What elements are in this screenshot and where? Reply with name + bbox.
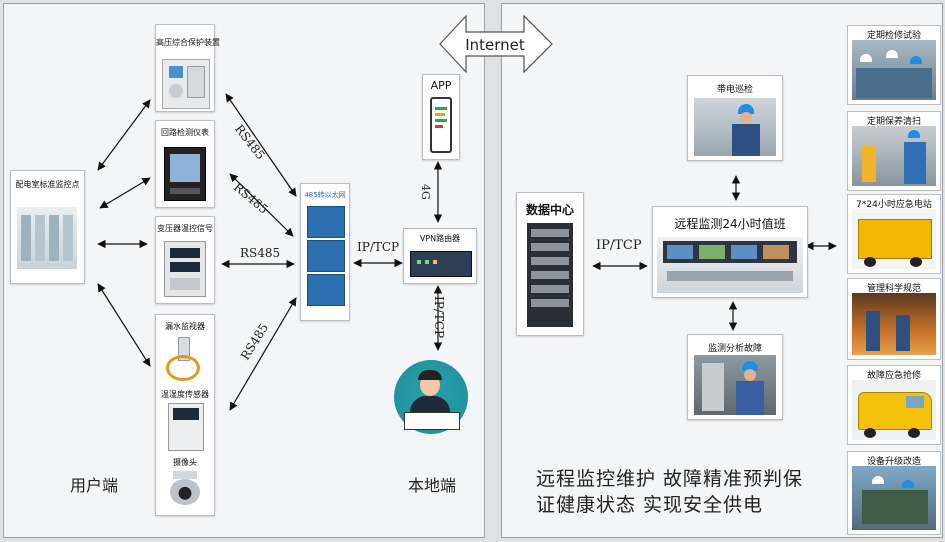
link-room-sensors — [97, 283, 151, 367]
water-leak-image — [164, 335, 206, 385]
camera-image — [170, 471, 200, 505]
slogan-line-2: 证健康状态 实现安全供电 — [536, 494, 764, 516]
distribution-room-card: 配电室标准监控点 — [10, 170, 85, 284]
fourg-label: 4G — [419, 184, 432, 200]
temp-humidity-label: 温湿度传感器 — [161, 390, 209, 399]
local-side-label: 本地端 — [408, 476, 457, 495]
cabinet-image — [17, 207, 77, 269]
service-card-upgrade: 设备升级改造 — [847, 451, 941, 535]
service-label-1: 定期保养清扫 — [866, 117, 921, 127]
rs485-ethernet-switch-card: 485转以太网 — [300, 183, 350, 321]
fault-analysis-card: 监测分析故障 — [687, 334, 783, 420]
circuit-meter-card: 回路检测仪表 — [155, 120, 215, 208]
live-patrol-card: 带电巡检 — [687, 75, 783, 161]
temp-humidity-image — [168, 403, 204, 451]
app-label: APP — [430, 79, 452, 92]
local-operator-avatar — [394, 360, 468, 434]
maintenance-test-image — [852, 40, 936, 100]
link-room-hv — [97, 99, 151, 171]
switch-module-2 — [307, 240, 345, 272]
service-card-emergency-repair: 故障应急抢修 — [847, 365, 941, 445]
iptcp-router-label: IP/TCP — [357, 240, 400, 254]
management-image — [852, 293, 936, 355]
transformer-temp-card: 变压器温控信号 — [155, 216, 215, 304]
link-meter-switch — [229, 173, 294, 237]
hv-protection-card: 高压综合保护装置 — [155, 24, 220, 112]
duty-center-card: 远程监测24小时值班 — [652, 206, 808, 298]
service-card-maintenance-test: 定期检修试验 — [847, 25, 941, 105]
sensors-card: 漏水监视器 温湿度传感器 摄像头 — [155, 314, 215, 516]
data-center-card: 数据中心 — [516, 192, 584, 336]
link-room-meter — [99, 177, 151, 209]
distribution-room-label: 配电室标准监控点 — [15, 180, 80, 189]
service-card-emergency-generator: 7*24小时应急电站 — [847, 194, 941, 274]
app-card: APP — [422, 74, 460, 160]
service-label-3: 管理科学规范 — [866, 284, 921, 294]
repair-vehicle-image — [852, 380, 936, 440]
service-card-cleaning: 定期保养清扫 — [847, 111, 941, 191]
duty-center-image — [657, 237, 803, 293]
rs485-label-3: RS485 — [240, 246, 281, 260]
phone-image — [430, 97, 452, 153]
transformer-temp-label: 变压器温控信号 — [157, 224, 213, 233]
live-patrol-image — [694, 98, 776, 156]
transformer-temp-image — [164, 241, 206, 297]
vpn-router-card: VPN路由器 — [403, 228, 477, 284]
switch-label: 485转以太网 — [304, 191, 346, 199]
cleaning-image — [852, 126, 936, 186]
internet-label: Internet — [465, 36, 525, 54]
data-center-label: 数据中心 — [525, 203, 574, 217]
hv-protection-image — [162, 59, 210, 109]
router-label: VPN路由器 — [419, 234, 461, 243]
internet-arrow — [439, 14, 553, 74]
user-side-label: 用户端 — [70, 476, 119, 495]
service-card-management: 管理科学规范 — [847, 278, 941, 360]
service-label-2: 7*24小时应急电站 — [856, 200, 932, 210]
camera-label: 摄像头 — [173, 458, 197, 467]
fault-analysis-label: 监测分析故障 — [707, 344, 762, 354]
server-rack-image — [527, 223, 573, 327]
service-label-4: 故障应急抢修 — [866, 371, 921, 381]
link-sensors-switch — [229, 297, 297, 411]
circuit-meter-image — [164, 147, 206, 201]
water-leak-label: 漏水监视器 — [165, 322, 205, 331]
switch-module-3 — [307, 274, 345, 306]
slogan-line-1: 远程监控维护 故障精准预判保 — [536, 468, 804, 490]
generator-image — [852, 209, 936, 269]
remote-iptcp-label: IP/TCP — [596, 238, 642, 253]
hv-protection-label: 高压综合保护装置 — [156, 38, 220, 47]
upgrade-image — [852, 466, 936, 530]
duty-center-label: 远程监测24小时值班 — [674, 217, 786, 231]
service-label-5: 设备升级改造 — [866, 457, 921, 467]
switch-module-1 — [307, 206, 345, 238]
live-patrol-label: 带电巡检 — [716, 85, 753, 95]
service-label-0: 定期检修试验 — [866, 31, 921, 41]
iptcp-local-label: IP/TCP — [432, 296, 446, 339]
router-image — [410, 251, 472, 277]
circuit-meter-label: 回路检测仪表 — [161, 128, 209, 137]
fault-analysis-image — [694, 355, 776, 415]
